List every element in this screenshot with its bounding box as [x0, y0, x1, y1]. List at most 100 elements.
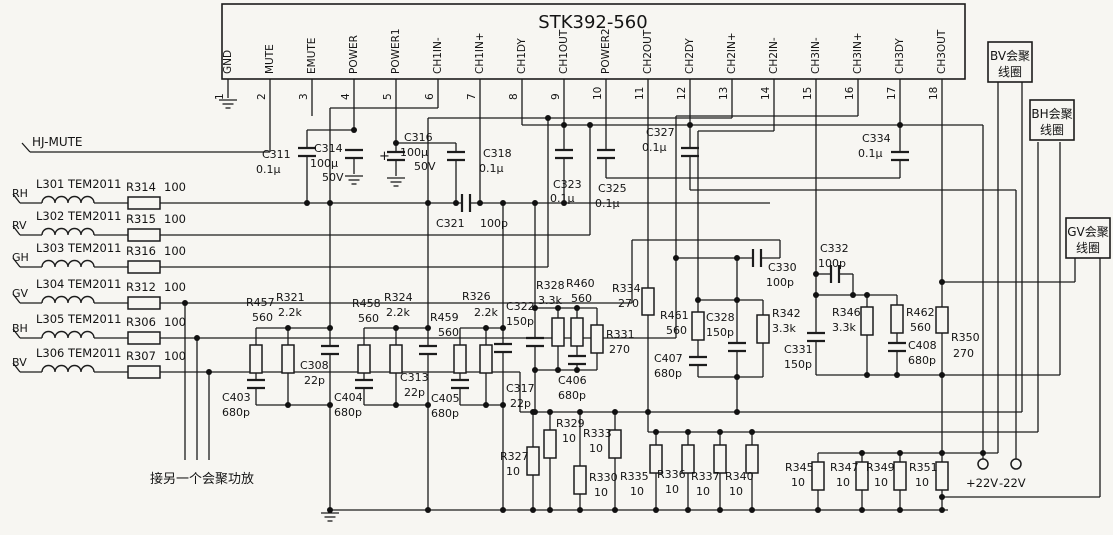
- label-parts-2-volt: 50V: [414, 160, 436, 173]
- wire: [12, 193, 21, 204]
- label-supplies-1: -22V: [999, 476, 1026, 490]
- junction-dot: [939, 279, 945, 285]
- junction-dot: [577, 409, 583, 415]
- label-parts-9-name: C332: [820, 242, 849, 255]
- inductor-coil: [41, 364, 95, 373]
- label-coil_boxes-1-l2: 线圈: [1040, 123, 1064, 137]
- label-coil_boxes-2-l2: 线圈: [1076, 241, 1100, 255]
- label-parts-25-value: 560: [571, 292, 592, 305]
- label-parts-32-name: R342: [772, 307, 801, 320]
- label-parts-29-name: R461: [660, 309, 689, 322]
- junction-dot: [327, 402, 333, 408]
- label-pins-11-num: 12: [676, 87, 688, 100]
- inductor-coil: [41, 259, 95, 268]
- label-note: 接另一个会聚功放: [150, 471, 254, 487]
- resistor-body: [357, 344, 371, 374]
- label-pins-17-name: CH3OUT: [936, 29, 948, 74]
- junction-dot: [574, 305, 580, 311]
- label-parts-3-name: C318: [483, 147, 512, 160]
- label-parts-13-name: C403: [222, 391, 251, 404]
- resistor-body: [713, 444, 727, 474]
- junction-dot: [545, 115, 551, 121]
- label-parts-43-name: R336: [657, 468, 686, 481]
- label-pins-1-num: 2: [256, 93, 268, 100]
- label-parts-16-name: R324: [384, 291, 413, 304]
- junction-dot: [327, 507, 333, 513]
- junction-dot: [425, 325, 431, 331]
- resistor-body: [570, 317, 584, 347]
- junction-dot: [577, 507, 583, 513]
- label-pins-13-num: 14: [760, 86, 772, 100]
- label-parts-24-value: 3.3k: [538, 294, 562, 307]
- junction-dot: [500, 200, 506, 206]
- label-parts-5-value: 0.1μ: [550, 192, 575, 205]
- label-parts-12-value: 2.2k: [278, 306, 302, 319]
- label-pins-16-name: CH3DY: [894, 38, 906, 74]
- label-parts-18-name: C313: [400, 371, 429, 384]
- label-inputs-3-res: R312: [126, 280, 156, 294]
- wire: [12, 225, 21, 236]
- junction-dot: [351, 127, 357, 133]
- label-parts-30-name: C328: [706, 311, 735, 324]
- label-parts-46-name: R345: [785, 461, 814, 474]
- junction-dot: [612, 507, 618, 513]
- label-pins-2-num: 3: [298, 93, 310, 100]
- junction-dot: [500, 507, 506, 513]
- label-parts-35-value: 560: [910, 321, 931, 334]
- label-inputs-4-ch: BH: [12, 322, 28, 335]
- label-title: STK392-560: [538, 12, 647, 33]
- label-pins-15-num: 16: [844, 86, 856, 100]
- junction-dot: [612, 409, 618, 415]
- resistor-body: [249, 344, 263, 374]
- label-parts-36-value: 680p: [908, 354, 936, 367]
- label-parts-37-name: R350: [951, 331, 980, 344]
- label-pins-10-num: 11: [634, 87, 646, 100]
- junction-dot: [673, 255, 679, 261]
- label-coil_boxes-2-l1: GV会聚: [1067, 225, 1109, 239]
- label-parts-13-value: 680p: [222, 406, 250, 419]
- label-pins-8-name: CH1OUT: [558, 29, 570, 74]
- label-parts-32-value: 3.3k: [772, 322, 796, 335]
- label-inputs-3-ch: GV: [12, 287, 29, 300]
- label-pins-14-num: 15: [802, 87, 814, 100]
- junction-dot: [734, 374, 740, 380]
- resistor-body: [681, 444, 695, 474]
- junction-dot: [194, 335, 200, 341]
- junction-dot: [897, 507, 903, 513]
- junction-dot: [685, 507, 691, 513]
- label-plus: +: [379, 149, 390, 164]
- label-parts-7-value: 0.1μ: [642, 141, 667, 154]
- resistor-body: [893, 461, 907, 491]
- resistor-body: [127, 331, 161, 345]
- label-pins-6-num: 7: [466, 93, 478, 100]
- label-parts-24-name: R328: [536, 279, 565, 292]
- label-coil_boxes-0-l1: BV会聚: [990, 49, 1030, 63]
- convergence-coil-box: [1065, 217, 1111, 259]
- label-parts-17-value: 680p: [334, 406, 362, 419]
- label-coil_boxes-1-l1: BH会聚: [1031, 107, 1072, 121]
- junction-dot: [425, 507, 431, 513]
- label-inputs-3-coil: L304 TEM2011: [36, 277, 122, 291]
- label-inputs-5-ch: BV: [12, 356, 27, 369]
- junction-dot: [653, 429, 659, 435]
- label-parts-31-name: C407: [654, 352, 683, 365]
- label-parts-1-volt: 50V: [322, 171, 344, 184]
- junction-dot: [182, 300, 188, 306]
- junction-dot: [894, 372, 900, 378]
- label-parts-1-value: 100μ: [310, 157, 338, 170]
- label-parts-8-value: 100p: [766, 276, 794, 289]
- label-inputs-2-ch: GH: [12, 251, 29, 264]
- junction-dot: [547, 409, 553, 415]
- label-pins-11-name: CH2DY: [684, 38, 696, 74]
- junction-dot: [897, 450, 903, 456]
- ic-body: [221, 3, 966, 80]
- wire: [12, 257, 21, 268]
- inductor-coil: [41, 227, 95, 236]
- label-pins-14-name: CH3IN-: [810, 37, 822, 74]
- junction-dot: [393, 402, 399, 408]
- label-parts-39-value: 10: [562, 432, 576, 445]
- label-pins-4-num: 5: [382, 93, 394, 100]
- convergence-coil-box: [1029, 99, 1075, 141]
- label-parts-23-value: 150p: [506, 315, 534, 328]
- label-pins-9-num: 10: [592, 87, 604, 100]
